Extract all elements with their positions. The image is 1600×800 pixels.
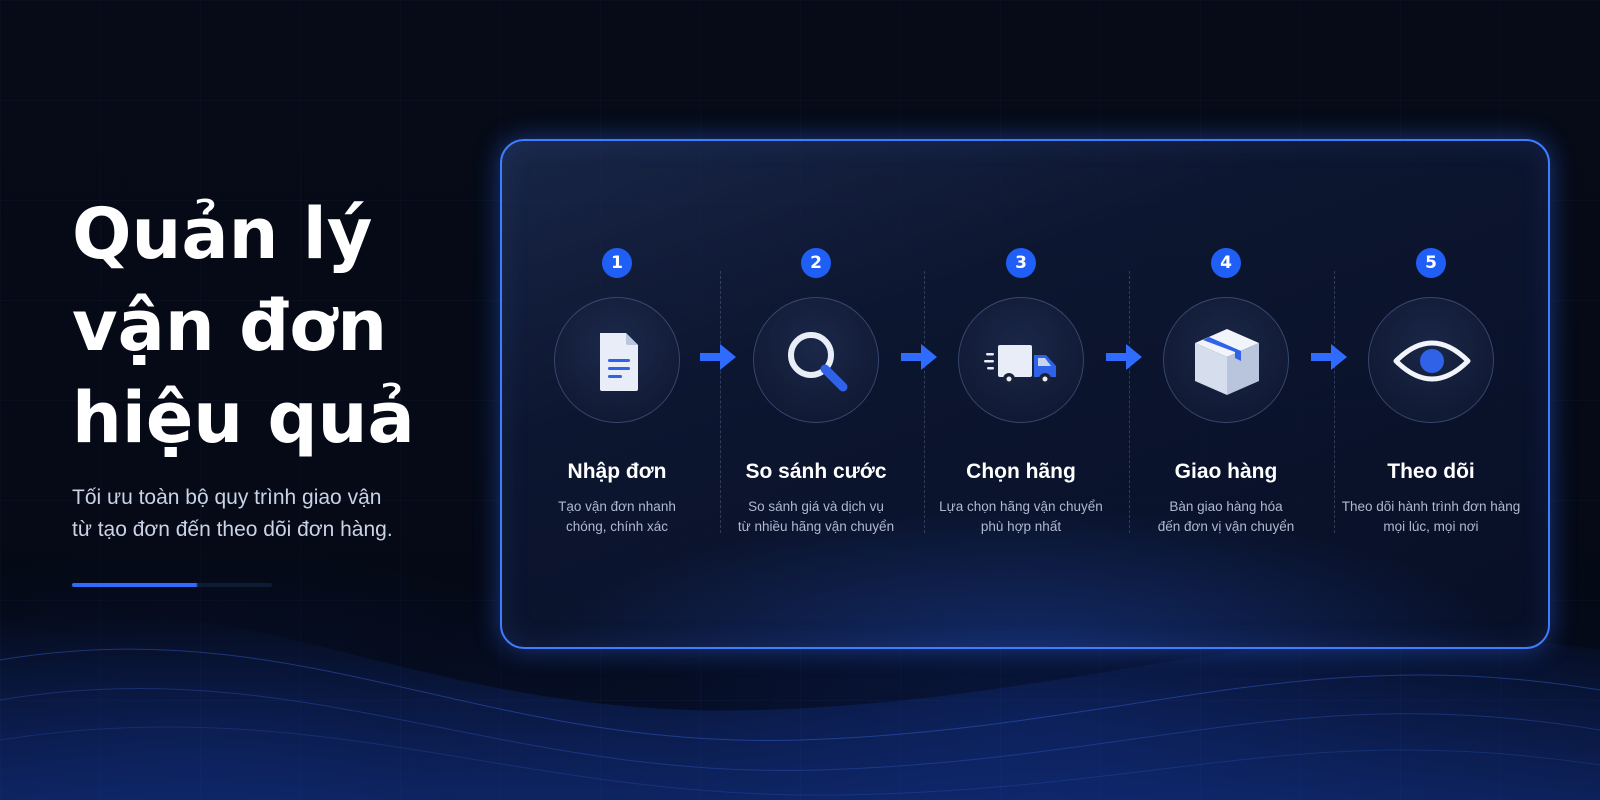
step-number-badge: 1 xyxy=(602,248,632,278)
step-icon-circle xyxy=(753,297,879,423)
hero-title: Quản lý vận đơn hiệu quả xyxy=(72,188,472,464)
hero-title-line: Quản lý xyxy=(72,193,373,275)
step-title: Theo dõi xyxy=(1387,460,1475,483)
step-divider xyxy=(720,271,721,533)
eye-icon xyxy=(1393,340,1471,382)
step-description-line: Bàn giao hàng hóa xyxy=(1169,499,1283,514)
arrow-right-icon xyxy=(901,344,937,370)
step-icon-circle xyxy=(958,297,1084,423)
process-panel: 1 Nhập đơn Tạo vận đơn nhanh chóng, chín… xyxy=(500,139,1550,649)
step-description-line: đến đơn vị vận chuyển xyxy=(1157,519,1295,534)
step-icon-circle xyxy=(1368,297,1494,423)
step-description: So sánh giá và dịch vụ từ nhiều hãng vận… xyxy=(713,497,919,537)
step-description-line: từ nhiều hãng vận chuyển xyxy=(737,519,895,534)
step-divider xyxy=(1334,271,1335,533)
package-icon xyxy=(1195,329,1259,395)
step-5: 5 Theo dõi Theo dõi hành trình đơn hàng … xyxy=(1328,141,1534,651)
step-description-line: Theo dõi hành trình đơn hàng xyxy=(1341,499,1521,514)
step-description-line: mọi lúc, mọi nơi xyxy=(1383,519,1479,534)
step-3: 3 Chọn hãng xyxy=(918,141,1124,651)
step-title: Chọn hãng xyxy=(966,460,1076,483)
step-icon-circle xyxy=(554,297,680,423)
step-number-badge: 5 xyxy=(1416,248,1446,278)
step-description-line: So sánh giá và dịch vụ xyxy=(748,499,884,514)
hero-title-line: hiệu quả xyxy=(72,377,415,459)
step-description-line: Lựa chọn hãng vận chuyển xyxy=(939,499,1103,514)
step-title: So sánh cước xyxy=(745,460,887,483)
step-title: Giao hàng xyxy=(1174,460,1278,483)
step-title: Nhập đơn xyxy=(567,460,667,483)
document-icon xyxy=(600,333,638,391)
hero-subtitle-line: từ tạo đơn đến theo dõi đơn hàng. xyxy=(72,518,393,541)
step-number-badge: 3 xyxy=(1006,248,1036,278)
hero-title-line: vận đơn xyxy=(72,285,388,367)
step-4: 4 Giao hàng Bàn giao hàng hóa đến đơn vị… xyxy=(1123,141,1329,651)
accent-underline xyxy=(72,583,272,587)
process-steps: 1 Nhập đơn Tạo vận đơn nhanh chóng, chín… xyxy=(502,141,1552,651)
step-number-badge: 2 xyxy=(801,248,831,278)
arrow-right-icon xyxy=(700,344,736,370)
step-1: 1 Nhập đơn Tạo vận đơn nhanh chóng, chín… xyxy=(514,141,720,651)
step-divider xyxy=(924,271,925,533)
step-number-badge: 4 xyxy=(1211,248,1241,278)
hero-subtitle-line: Tối ưu toàn bộ quy trình giao vận xyxy=(72,486,382,509)
step-2: 2 So sánh cước So sánh giá và dịch vụ từ… xyxy=(713,141,919,651)
truck-icon xyxy=(984,345,1056,385)
step-description-line: phù hợp nhất xyxy=(980,519,1062,534)
step-description: Tạo vận đơn nhanh chóng, chính xác xyxy=(514,497,720,537)
step-description: Lựa chọn hãng vận chuyển phù hợp nhất xyxy=(918,497,1124,537)
step-description-line: chóng, chính xác xyxy=(565,519,669,534)
step-description-line: Tạo vận đơn nhanh xyxy=(558,499,676,514)
hero-subtitle: Tối ưu toàn bộ quy trình giao vận từ tạo… xyxy=(72,482,452,546)
arrow-right-icon xyxy=(1106,344,1142,370)
step-description: Theo dõi hành trình đơn hàng mọi lúc, mọ… xyxy=(1328,497,1534,537)
step-description: Bàn giao hàng hóa đến đơn vị vận chuyển xyxy=(1123,497,1329,537)
arrow-right-icon xyxy=(1311,344,1347,370)
magnifier-icon xyxy=(788,332,848,392)
step-divider xyxy=(1129,271,1130,533)
step-icon-circle xyxy=(1163,297,1289,423)
background-wave xyxy=(0,612,1600,800)
